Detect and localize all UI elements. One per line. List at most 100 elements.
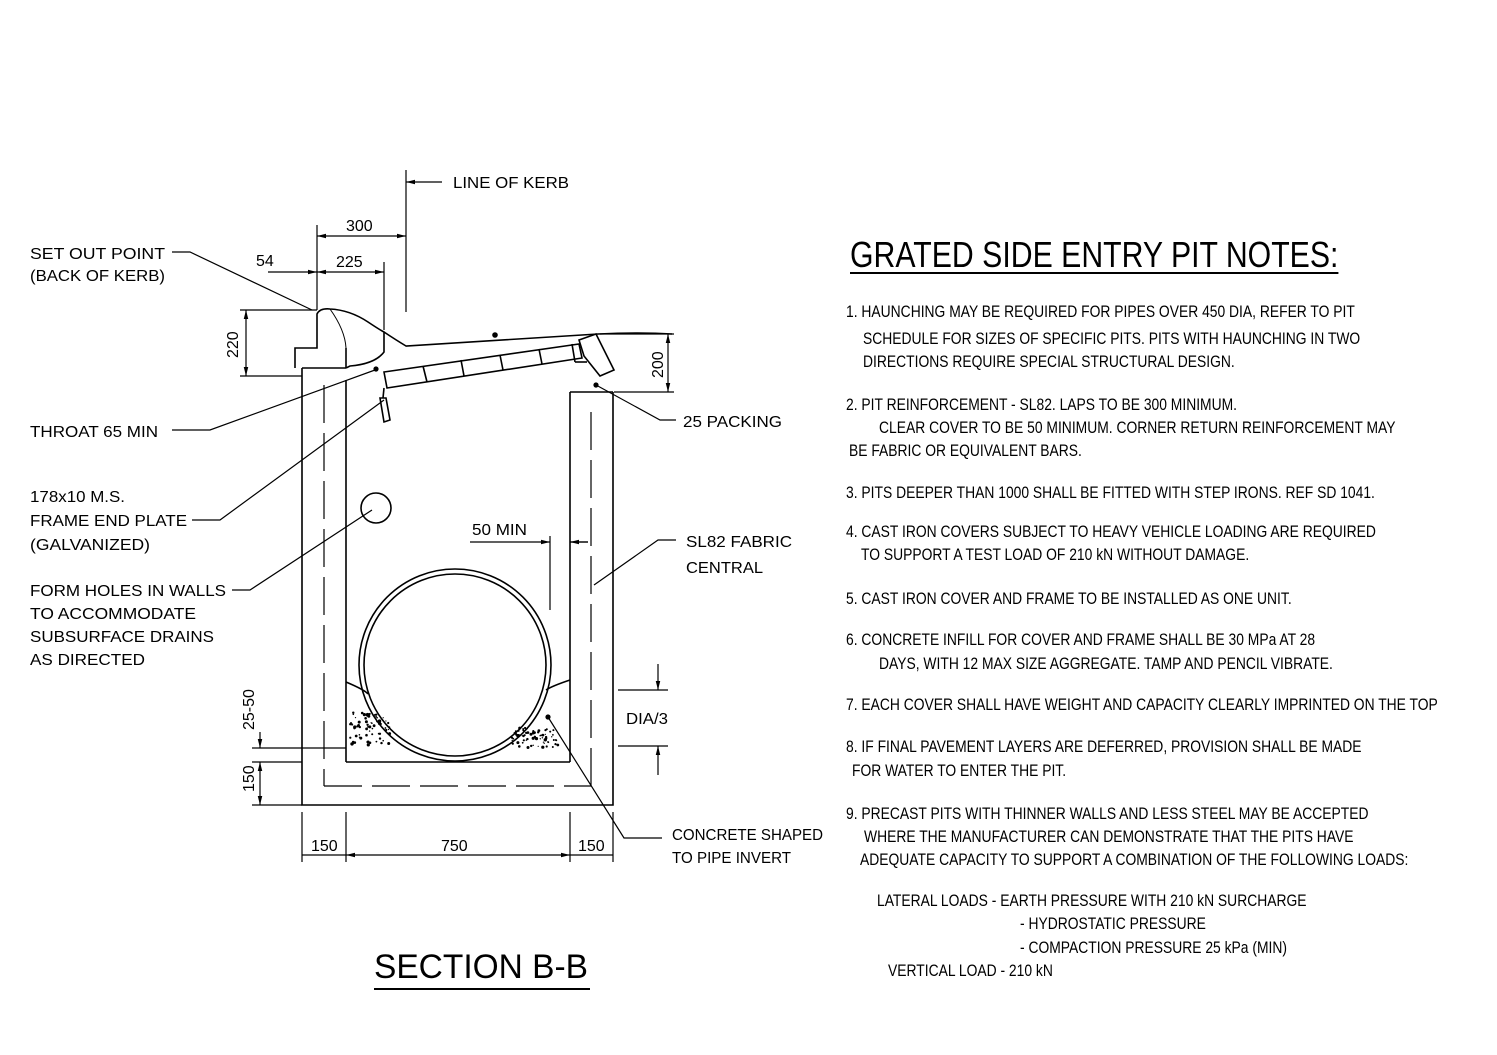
aggregate-speck [510,736,514,739]
aggregate-speck [371,733,374,736]
aggregate-speck [387,742,391,745]
label-back-of-kerb: (BACK OF KERB) [30,268,165,285]
aggregate-speck [365,733,368,737]
aggregate-speck [541,733,545,737]
label-throat: THROAT 65 MIN [30,424,158,441]
aggregate-speck [353,741,357,744]
aggregate-speck [523,734,526,737]
sl82-fabric-reinforcement [323,385,592,787]
label-50-min: 50 MIN [472,522,527,539]
aggregate-speck [532,744,534,746]
aggregate-speck [351,723,354,726]
aggregate-speck [540,734,542,737]
aggregate-speck [518,726,522,730]
dim-150-left: 150 [311,838,338,855]
aggregate-speck [526,746,530,749]
label-form-holes-2: TO ACCOMMODATE [30,606,196,623]
aggregate-speck [349,723,352,726]
aggregate-speck [521,741,524,744]
label-packing: 25 PACKING [683,414,782,431]
aggregate-speck [511,742,514,745]
label-frame-plate-1: 178x10 M.S. [30,489,125,506]
aggregate-speck [515,734,517,736]
section-title: SECTION B-B [374,948,588,986]
label-form-holes-1: FORM HOLES IN WALLS [30,583,226,600]
aggregate-speck [549,730,552,733]
aggregate-speck [375,715,377,718]
aggregate-speck [362,713,366,717]
aggregate-speck [359,736,363,740]
aggregate-speck [370,722,372,724]
aggregate-speck [522,729,525,732]
dim-150-right: 150 [578,838,605,855]
aggregate-speck [365,727,368,731]
aggregate-speck [539,738,541,740]
aggregate-speck [545,728,548,731]
aggregate-speck [537,731,540,734]
aggregate-speck [525,731,528,735]
kerb-profile [294,308,385,369]
aggregate-speck [542,741,545,743]
aggregate-speck [537,745,539,747]
aggregate-speck [380,741,383,745]
label-frame-plate-2: FRAME END PLATE [30,513,187,530]
aggregate-speck [552,729,555,732]
aggregate-speck [371,727,374,730]
aggregate-speck [526,737,529,741]
aggregate-speck [541,745,545,749]
aggregate-speck [552,734,554,736]
grate [379,333,616,424]
aggregate-speck [529,732,533,736]
label-concrete-1: CONCRETE SHAPED [672,827,823,844]
aggregate-speck [534,737,539,741]
aggregate-speck [384,727,387,729]
dim-200: 200 [650,351,667,378]
aggregate-speck [352,713,355,716]
aggregate-speck [349,736,352,739]
dim-750: 750 [441,838,468,855]
aggregate-speck [376,716,378,719]
aggregate-speck [544,733,546,736]
subsurface-drain-hole [360,492,392,524]
aggregate-speck [511,739,513,742]
aggregate-speck [382,717,384,719]
aggregate-speck [533,735,537,739]
pit-walls [301,367,614,806]
label-form-holes-3: SUBSURFACE DRAINS [30,629,214,646]
aggregate-speck [366,723,369,726]
aggregate-speck [375,740,378,743]
dim-300: 300 [346,218,373,235]
aggregate-speck [360,711,364,715]
label-line-of-kerb: LINE OF KERB [453,175,569,192]
aggregate-speck [382,739,385,742]
aggregate-speck [376,720,378,723]
aggregate-speck [377,719,382,723]
dim-220: 220 [225,331,242,358]
aggregate-speck [368,730,371,732]
aggregate-speck [516,733,518,736]
aggregate-speck [352,711,355,714]
label-form-holes-4: AS DIRECTED [30,652,145,669]
aggregate-speck [364,717,367,720]
aggregate-speck [385,720,387,722]
aggregate-speck [378,721,382,726]
aggregate-speck [543,742,545,744]
aggregate-speck [368,725,372,729]
aggregate-speck [515,731,517,733]
label-dia-3: DIA/3 [626,711,668,728]
aggregate-speck [378,737,382,740]
label-set-out-point: SET OUT POINT [30,246,165,263]
aggregate-speck [366,743,370,747]
aggregate-fill [349,711,560,749]
aggregate-speck [358,734,361,736]
aggregate-speck [525,739,527,741]
aggregate-speck [353,727,356,730]
aggregate-speck [388,733,391,736]
aggregate-speck [541,737,544,739]
aggregate-speck [377,732,380,735]
label-fabric-1: SL82 FABRIC [686,534,792,551]
aggregate-speck [531,731,535,735]
dim-25-50: 25-50 [241,689,258,730]
dim-150-vertical: 150 [241,765,258,792]
aggregate-speck [524,726,527,730]
